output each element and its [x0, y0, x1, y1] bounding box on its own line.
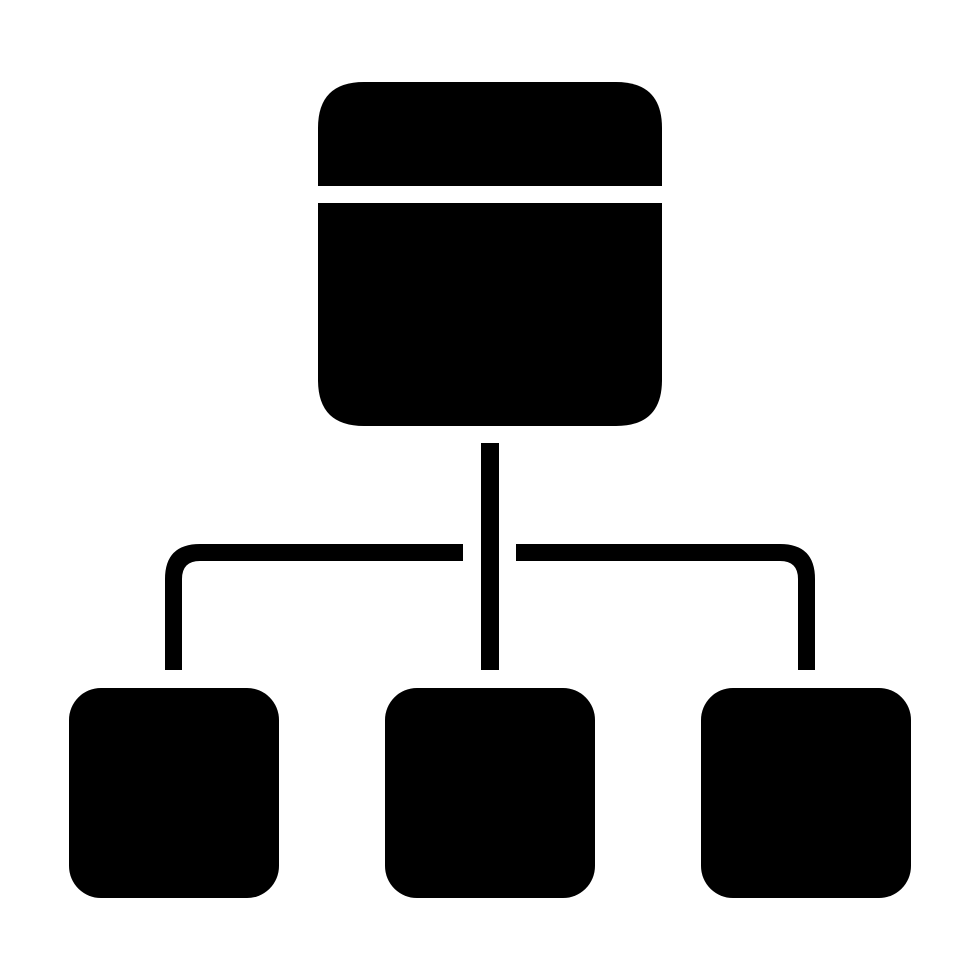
left-connector [165, 544, 463, 670]
parent-node-body [318, 203, 662, 426]
right-connector [516, 544, 815, 670]
child-node-left [69, 688, 279, 898]
child-node-right [701, 688, 911, 898]
parent-node [318, 82, 662, 426]
child-node-center [385, 688, 595, 898]
parent-node-header [318, 82, 662, 186]
center-connector [481, 443, 499, 670]
connectors [165, 443, 815, 670]
child-nodes [69, 688, 911, 898]
